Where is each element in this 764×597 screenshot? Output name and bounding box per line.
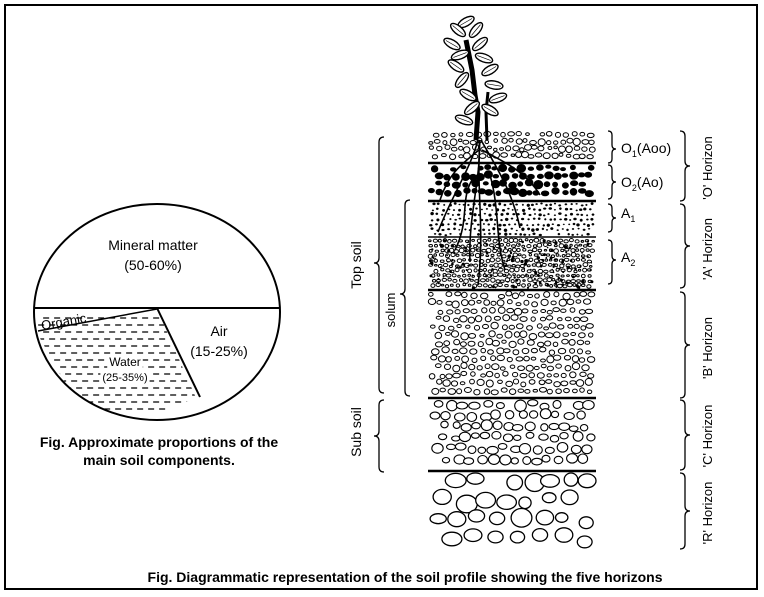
pie-caption-line2: main soil components.: [83, 452, 235, 468]
sublayer-braces: [607, 130, 617, 285]
label-sub-soil: Sub soil: [348, 407, 364, 457]
label-o2: O2(Ao): [621, 174, 663, 193]
pie-divider-organic: [37, 308, 158, 332]
label-o-horizon: 'O' Horizon: [700, 136, 715, 199]
label-solum: solum: [383, 293, 398, 328]
soil-components-pie: Mineral matter (50-60%) Organic Air (15-…: [33, 203, 281, 421]
label-top-soil: Top soil: [348, 241, 364, 288]
pie-outline: [33, 203, 281, 421]
pie-divider-air: [156, 307, 201, 398]
group-braces: [373, 136, 411, 473]
label-a1: A1: [621, 205, 635, 224]
layer-a1: [428, 202, 595, 237]
horizon-boundaries: [428, 161, 596, 473]
profile-caption: Fig. Diagrammatic representation of the …: [147, 569, 663, 585]
layer-b: [427, 290, 596, 396]
pie-caption: Fig. Approximate proportions of the main…: [14, 433, 304, 469]
layer-o1: [428, 130, 596, 161]
label-o1: O1(Aoo): [621, 140, 671, 159]
layer-c: [429, 399, 596, 466]
air-range: (15-25%): [190, 343, 248, 359]
pie-caption-line1: Fig. Approximate proportions of the: [39, 434, 279, 450]
horizon-braces: [679, 130, 691, 550]
label-a-horizon: 'A' Horizon: [700, 218, 715, 280]
mineral-range: (50-60%): [124, 257, 182, 273]
air-label: Air: [210, 323, 227, 339]
mineral-label: Mineral matter: [108, 237, 198, 253]
layer-r: [429, 472, 597, 549]
plant-leaves: [443, 15, 508, 126]
figure-border: [4, 4, 758, 590]
plant-drawing: [437, 15, 541, 286]
water-range: (25-35%): [102, 372, 147, 384]
label-r-horizon: 'R' Horizon: [700, 482, 715, 545]
label-c-horizon: 'C' Horizon: [700, 405, 715, 468]
layer-o2: [427, 163, 595, 198]
soil-profile: O1(Aoo) O2(Ao) A1 A2 'O' Horizon 'A' Hor…: [348, 15, 715, 550]
layer-a2: [427, 237, 596, 290]
label-b-horizon: 'B' Horizon: [700, 317, 715, 379]
water-label: Water: [109, 355, 141, 369]
label-a2: A2: [621, 249, 635, 268]
